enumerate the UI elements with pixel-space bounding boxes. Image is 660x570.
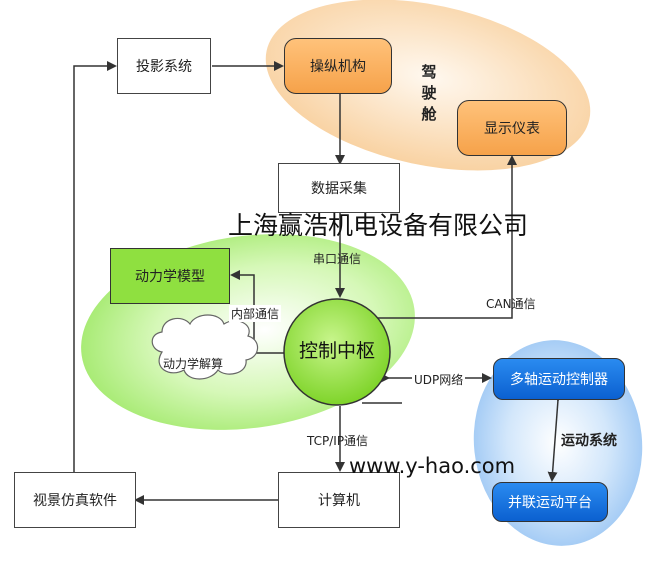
website-watermark: www.y-hao.com [349,454,516,478]
data-acq-label: 数据采集 [311,181,367,197]
multi-axis-label: 多轴运动控制器 [510,372,608,388]
visual-software-label: 视景仿真软件 [33,493,117,509]
udp-edge-label: UDP网络 [412,371,466,388]
tcpip-edge-label: TCP/IP通信 [307,434,369,448]
multi-axis-node: 多轴运动控制器 [493,358,625,400]
control-center-node [283,298,391,406]
projection-label: 投影系统 [136,59,192,75]
data-acq-node: 数据采集 [278,163,400,213]
edge-motion [547,391,564,482]
company-watermark: 上海赢浩机电设备有限公司 [228,211,529,240]
projection-node: 投影系统 [117,38,211,94]
controls-label: 操纵机构 [310,59,366,75]
display-node: 显示仪表 [457,100,567,156]
controls-node: 操纵机构 [284,38,392,94]
control-center-label: 控制中枢 [298,340,375,362]
cockpit-group-label: 驾驶舱 [421,63,437,123]
can-edge-label: CAN通信 [486,297,536,311]
computer-node: 计算机 [278,472,400,528]
dynamics-model-node: 动力学模型 [110,248,230,304]
parallel-platform-label: 并联运动平台 [508,495,592,511]
dynamics-solve-label: 动力学解算 [163,357,224,371]
computer-label: 计算机 [318,493,360,509]
dynamics-model-label: 动力学模型 [135,269,205,285]
serial-edge-label: 串口通信 [313,252,362,266]
dynamics-solve-cloud [151,314,259,380]
visual-software-node: 视景仿真软件 [14,472,136,528]
edge-visual-projection [73,61,117,472]
edge-center-display [376,155,517,319]
display-label: 显示仪表 [484,121,540,137]
motion-system-group-label: 运动系统 [561,433,617,449]
internal-edge-label: 内部通信 [229,305,282,322]
parallel-platform-node: 并联运动平台 [492,482,608,522]
